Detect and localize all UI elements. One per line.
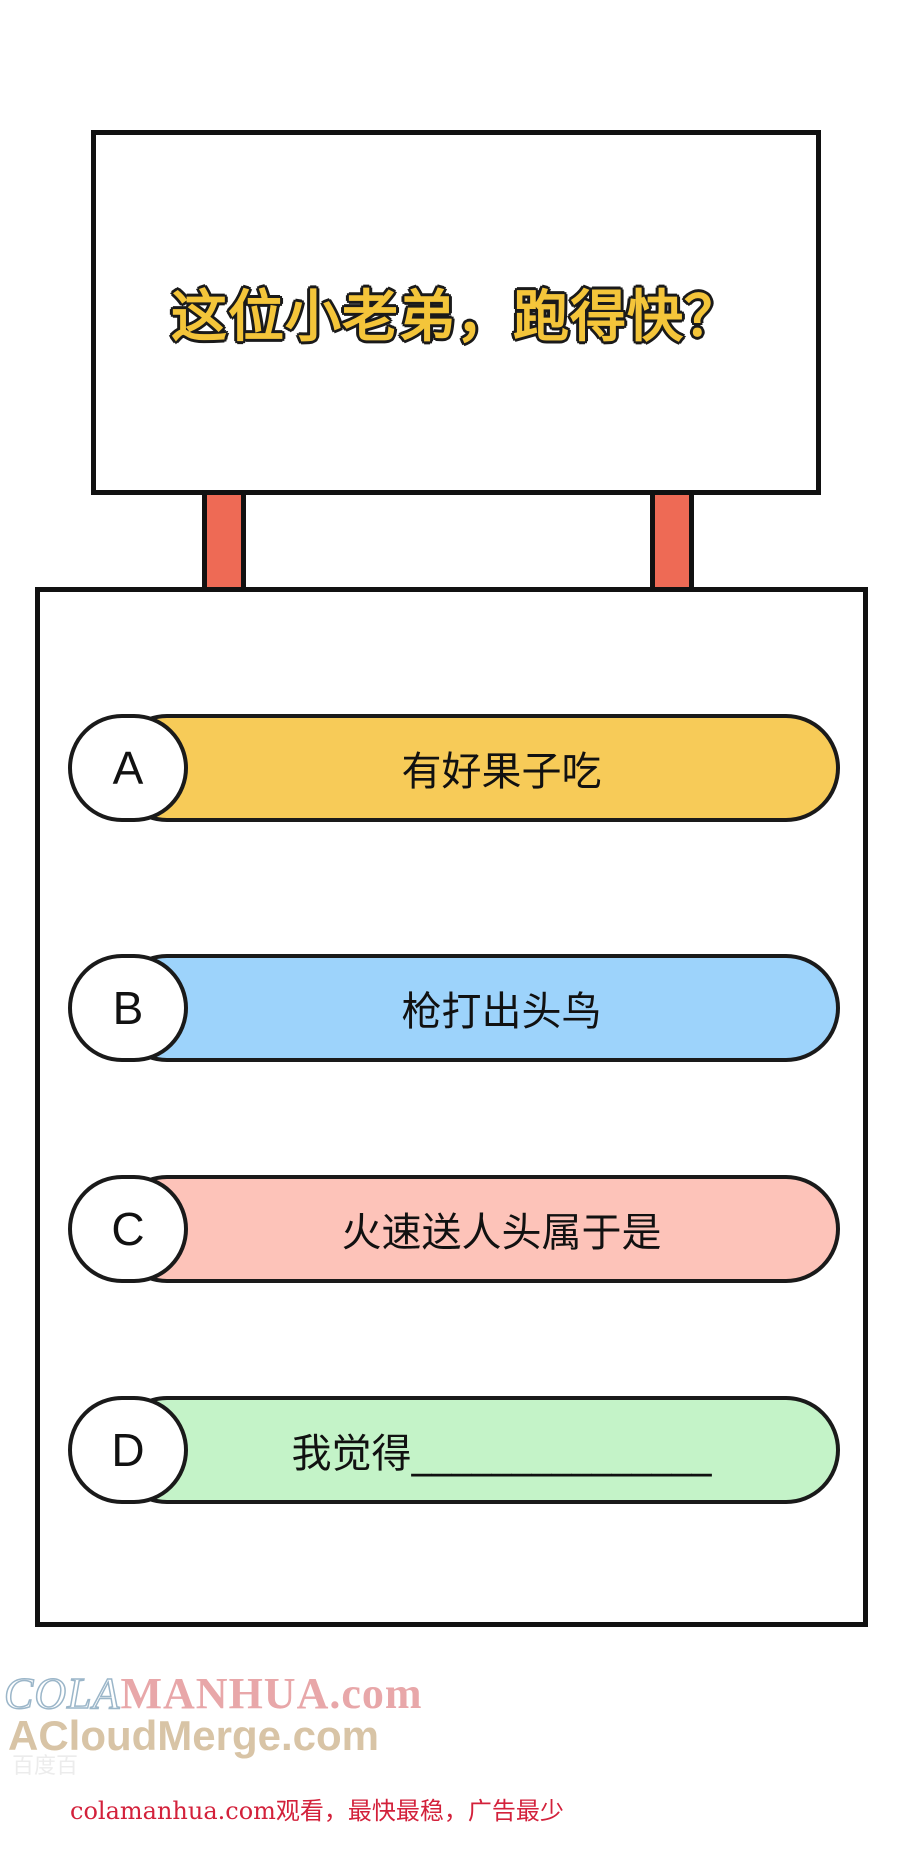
option-d-text: 我觉得_______________ — [291, 1431, 712, 1477]
option-a-letter: A — [68, 714, 188, 822]
option-c-letter: C — [68, 1175, 188, 1283]
footer-notice[interactable]: colamanhua.com观看，最快最稳，广告最少 — [70, 1797, 564, 1825]
option-b-letter: B — [68, 954, 188, 1062]
sign-post-right — [650, 495, 694, 590]
option-d-pill[interactable]: 我觉得_______________ — [113, 1396, 840, 1504]
watermark-colamanhua: COLAMANHUA.com — [3, 1668, 423, 1719]
option-c-text: 火速送人头属于是 — [341, 1210, 662, 1256]
option-a-text: 有好果子吃 — [401, 749, 602, 795]
option-d[interactable]: 我觉得_______________ D — [68, 1396, 840, 1504]
option-b-pill[interactable]: 枪打出头鸟 — [113, 954, 840, 1062]
question-title: 这位小老弟，跑得快？ — [170, 284, 741, 351]
option-a-pill[interactable]: 有好果子吃 — [113, 714, 840, 822]
watermark-faint: 百度百 — [12, 1753, 79, 1778]
option-b-text: 枪打出头鸟 — [401, 989, 602, 1035]
watermark-acloudmerge: ACloudMerge.com — [8, 1712, 380, 1759]
question-sign: 这位小老弟，跑得快？ — [91, 130, 821, 495]
sign-post-left — [202, 495, 246, 590]
option-a[interactable]: 有好果子吃 A — [68, 714, 840, 822]
option-c[interactable]: 火速送人头属于是 C — [68, 1175, 840, 1283]
watermark-cola: COLA — [3, 1668, 121, 1719]
option-c-pill[interactable]: 火速送人头属于是 — [113, 1175, 840, 1283]
option-d-letter: D — [68, 1396, 188, 1504]
watermark-manhua: MANHUA.com — [120, 1669, 423, 1718]
option-b[interactable]: 枪打出头鸟 B — [68, 954, 840, 1062]
